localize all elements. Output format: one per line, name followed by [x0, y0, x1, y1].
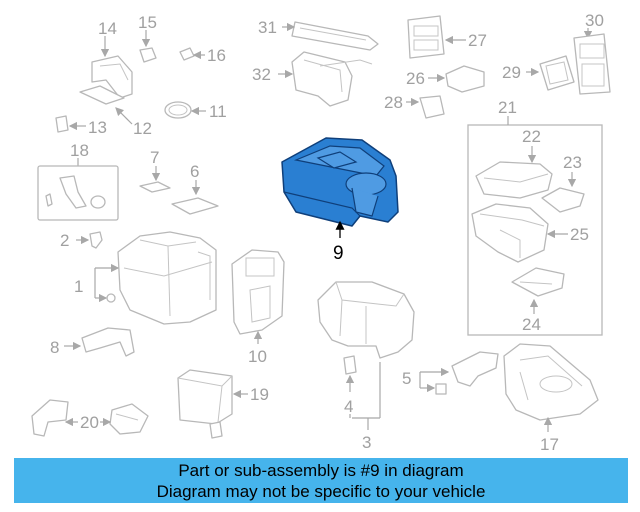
banner-line-1: Part or sub-assembly is #9 in diagram: [178, 460, 464, 480]
callout-5: 5: [402, 369, 411, 388]
info-banner: Part or sub-assembly is #9 in diagram Di…: [14, 458, 628, 503]
part-12: [79, 85, 133, 125]
banner-line-2: Diagram may not be specific to your vehi…: [156, 481, 486, 501]
part-23: [541, 172, 585, 213]
part-22: [475, 146, 553, 199]
callout-2: 2: [60, 231, 69, 250]
callout-4: 4: [344, 397, 353, 416]
callout-20: 20: [80, 413, 99, 432]
part-2: [76, 231, 103, 249]
part-16: [179, 47, 205, 61]
part-20: [31, 399, 149, 437]
callout-7: 7: [150, 148, 159, 167]
part-5: [419, 351, 499, 395]
callout-17: 17: [540, 435, 559, 454]
part-3: [317, 281, 415, 430]
callout-14: 14: [98, 19, 117, 38]
callout-9: 9: [333, 243, 344, 264]
part-8: [64, 327, 135, 357]
callout-25: 25: [570, 225, 589, 244]
callout-15: 15: [138, 13, 157, 32]
part-26: [428, 65, 485, 93]
callout-29: 29: [502, 63, 521, 82]
parts-diagram: 31 32 14 15 16 12 11 13: [31, 11, 611, 454]
callout-6: 6: [190, 162, 199, 181]
part-1: [94, 231, 217, 325]
part-25: [471, 203, 568, 263]
callout-24: 24: [522, 315, 541, 334]
part-11: [164, 101, 206, 119]
callout-10: 10: [248, 347, 267, 366]
part-17: [503, 343, 599, 432]
part-15: [139, 30, 157, 63]
callout-16: 16: [207, 46, 226, 65]
callout-31: 31: [258, 18, 277, 37]
part-28: [406, 95, 445, 119]
part-19: [177, 369, 248, 439]
part-27: [407, 15, 466, 59]
part-6: [171, 180, 219, 215]
part-24: [511, 267, 565, 314]
part-18: [37, 158, 119, 221]
part-14: [91, 36, 133, 99]
part-13: [55, 115, 86, 133]
callout-1: 1: [74, 277, 83, 296]
part-29: [526, 55, 575, 91]
callout-19: 19: [250, 385, 269, 404]
callout-18: 18: [70, 141, 89, 160]
callout-21: 21: [498, 98, 517, 117]
part-7: [139, 166, 171, 193]
callout-30: 30: [585, 11, 604, 30]
callout-23: 23: [563, 153, 582, 172]
callout-27: 27: [468, 31, 487, 50]
part-32: [278, 51, 373, 107]
callout-11: 11: [209, 102, 227, 121]
callout-28: 28: [384, 93, 403, 112]
part-10: [231, 249, 285, 344]
callout-26: 26: [406, 69, 425, 88]
part-30: [573, 28, 611, 95]
callout-13: 13: [88, 118, 107, 137]
part-31: [282, 21, 379, 51]
part-4: [343, 355, 357, 418]
part-9-highlighted[interactable]: [281, 137, 399, 238]
callout-12: 12: [133, 119, 152, 138]
callout-3: 3: [362, 433, 371, 452]
callout-8: 8: [50, 338, 59, 357]
group-21: [467, 116, 603, 336]
callout-32: 32: [252, 65, 271, 84]
callout-22: 22: [522, 127, 541, 146]
